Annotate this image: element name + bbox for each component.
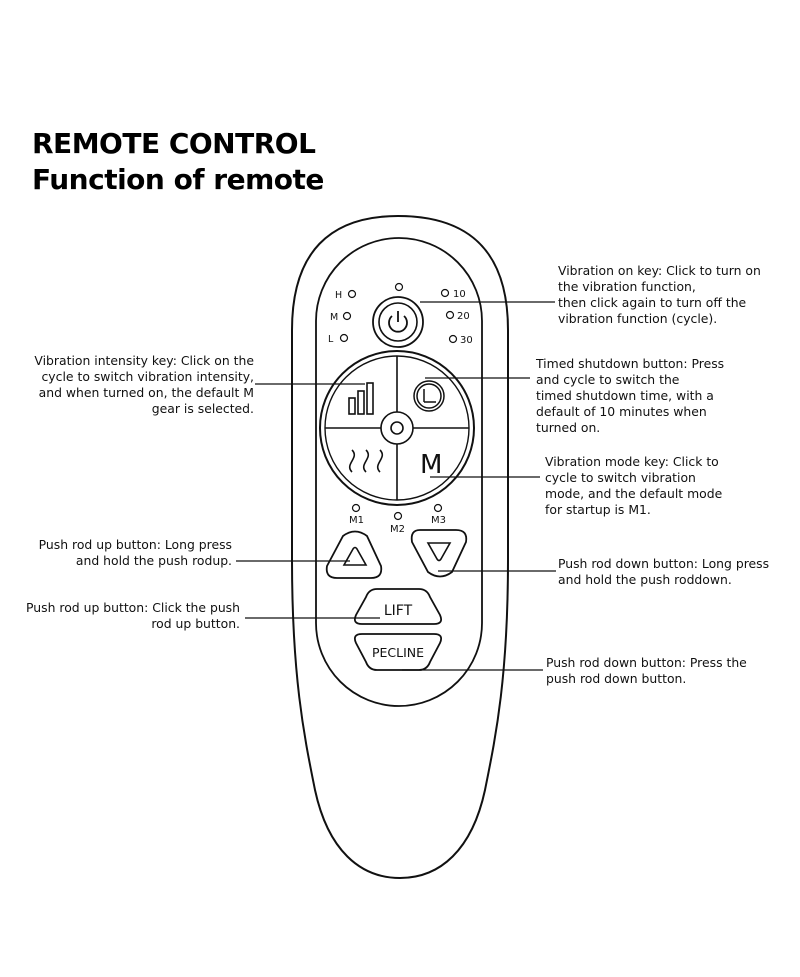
indicator-light-h xyxy=(347,289,357,299)
annotation-rod-up-long: Push rod up button: Long press and hold … xyxy=(38,537,232,568)
indicator-label-30: 30 xyxy=(460,335,473,346)
indicator-light-10 xyxy=(440,288,450,298)
push-rod-down-button[interactable] xyxy=(410,529,468,578)
page-title: REMOTE CONTROL xyxy=(32,127,316,160)
mode-light-m1 xyxy=(351,503,361,513)
annotation-rod-down-long: Push rod down button: Long press and hol… xyxy=(558,556,770,587)
down-arrow-icon xyxy=(426,542,452,562)
mode-label-m3: M3 xyxy=(431,515,446,526)
quadrant-dial-outer xyxy=(319,350,475,506)
page-subtitle: Function of remote xyxy=(32,163,324,196)
annotation-vibration-on: Vibration on key: Click to turn on the v… xyxy=(558,263,761,326)
indicator-label-m: M xyxy=(330,312,338,323)
annotation-intensity: Vibration intensity key: Click on the cy… xyxy=(34,353,254,416)
lift-button[interactable] xyxy=(353,588,443,625)
leader-lines xyxy=(236,301,556,671)
power-button-ring xyxy=(372,296,424,348)
heat-wave-icon[interactable] xyxy=(348,449,384,473)
indicator-label-10: 10 xyxy=(453,289,466,300)
indicator-light-m xyxy=(342,311,352,321)
push-rod-up-button[interactable] xyxy=(325,530,383,579)
indicator-label-h: H xyxy=(335,290,342,301)
indicator-light-20 xyxy=(445,310,455,320)
annotation-timer: Timed shutdown button: Press and cycle t… xyxy=(536,356,725,435)
indicator-light-l xyxy=(339,333,349,343)
indicator-label-l: L xyxy=(328,334,334,345)
power-button[interactable] xyxy=(378,302,418,342)
timer-icon[interactable] xyxy=(413,380,445,412)
annotation-mode: Vibration mode key: Click to cycle to sw… xyxy=(545,454,723,517)
mode-label-m1: M1 xyxy=(349,515,364,526)
mode-label-m2: M2 xyxy=(390,524,405,535)
up-arrow-icon xyxy=(342,546,368,566)
indicator-label-20: 20 xyxy=(457,311,470,322)
annotation-rod-down-press: Push rod down button: Press the push rod… xyxy=(546,655,747,686)
remote-inner-panel xyxy=(315,237,483,707)
lift-button-label: LIFT xyxy=(384,603,413,619)
remote-outer-body xyxy=(291,214,509,880)
power-indicator-light xyxy=(394,282,404,292)
mode-key-label: M xyxy=(420,450,442,480)
recline-button-label: PECLINE xyxy=(372,645,424,660)
power-icon xyxy=(388,315,408,333)
mode-light-m2 xyxy=(393,511,403,521)
dial-center-button[interactable] xyxy=(380,411,414,445)
mode-light-m3 xyxy=(433,503,443,513)
intensity-icon[interactable] xyxy=(348,382,374,415)
indicator-light-30 xyxy=(448,334,458,344)
annotation-rod-up-click: Push rod up button: Click the push rod u… xyxy=(26,600,240,631)
